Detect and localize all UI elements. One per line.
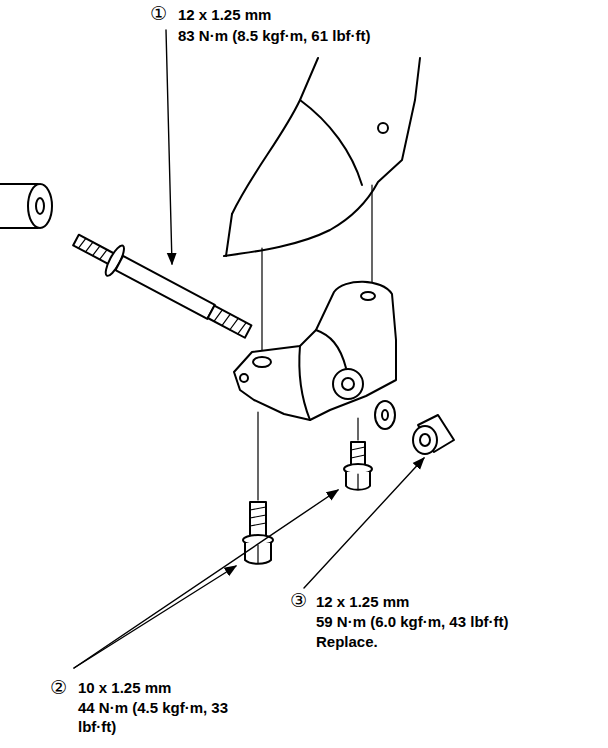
thread-size: 12 x 1.25 mm bbox=[178, 5, 271, 24]
thread-size: 12 x 1.25 mm bbox=[316, 592, 409, 611]
bushing-bracket bbox=[234, 282, 396, 420]
callout-number: ③ bbox=[290, 589, 307, 611]
callout-number: ① bbox=[150, 2, 167, 24]
subframe bbox=[224, 58, 420, 256]
flange-bolt bbox=[344, 442, 372, 490]
washer bbox=[375, 401, 395, 429]
note: Replace. bbox=[316, 632, 378, 651]
collar bbox=[0, 184, 52, 228]
torque-spec: 83 N·m (8.5 kgf·m, 61 lbf·ft) bbox=[178, 26, 371, 45]
callout-number: ② bbox=[50, 676, 67, 698]
thread-size: 10 x 1.25 mm bbox=[78, 678, 171, 697]
long-bolt bbox=[68, 225, 256, 347]
self-locking-nut bbox=[413, 415, 454, 454]
leader-lines bbox=[74, 30, 424, 668]
torque-spec: 59 N·m (6.0 kgf·m, 43 lbf·ft) bbox=[316, 612, 509, 631]
flange-bolt bbox=[243, 502, 273, 564]
torque-spec: 44 N·m (4.5 kgf·m, 33 lbf·ft) bbox=[78, 698, 243, 736]
